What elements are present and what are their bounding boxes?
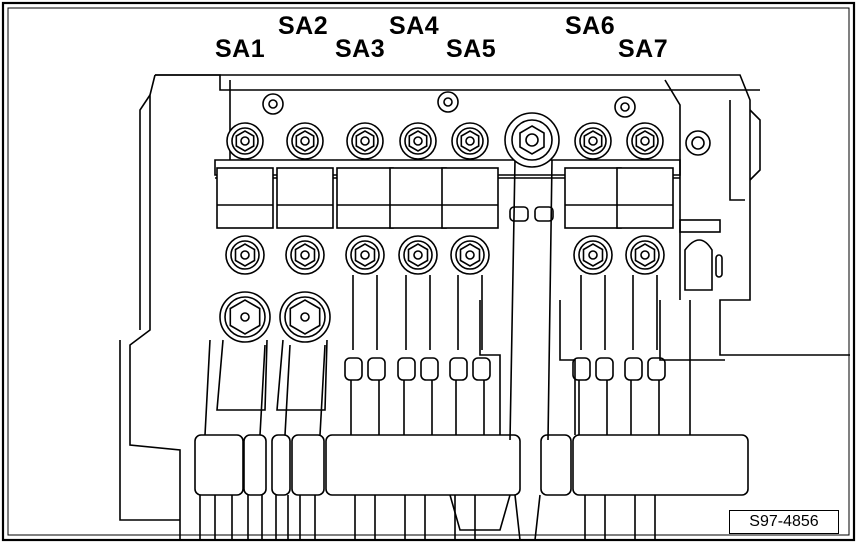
figure-reference-number: S97-4856 bbox=[729, 510, 839, 534]
cable-lug-sa2 bbox=[276, 339, 328, 411]
fuse-body-sa3 bbox=[336, 167, 394, 229]
upper-nut-sa3 bbox=[346, 122, 384, 160]
lower-nut-sa1 bbox=[225, 235, 265, 275]
upper-nut-sa5 bbox=[451, 122, 489, 160]
clip-right-sa4 bbox=[420, 357, 439, 381]
fuse-body-sa4 bbox=[389, 167, 447, 229]
upper-nut-sa7 bbox=[626, 122, 664, 160]
fuse-label-sa2: SA2 bbox=[278, 12, 329, 40]
cable-sa4 bbox=[405, 275, 431, 350]
fuse-label-sa1: SA1 bbox=[215, 35, 266, 63]
upper-nut-sa2 bbox=[286, 122, 324, 160]
cable-sa5 bbox=[457, 275, 483, 350]
fuse-body-sa5 bbox=[441, 167, 499, 229]
clip-left-sa5 bbox=[449, 357, 468, 381]
lower-nut-sa4 bbox=[398, 235, 438, 275]
cable-sa3 bbox=[352, 275, 378, 350]
lower-nut-sa7 bbox=[625, 235, 665, 275]
clip-right-sa6 bbox=[595, 357, 614, 381]
fuse-label-sa5: SA5 bbox=[446, 35, 497, 63]
lower-nut-sa2 bbox=[285, 235, 325, 275]
fuse-body-sa1 bbox=[216, 167, 274, 229]
upper-nut-sa4 bbox=[399, 122, 437, 160]
fuse-body-sa7 bbox=[616, 167, 674, 229]
clip-right-sa3 bbox=[367, 357, 386, 381]
fuse-label-sa6: SA6 bbox=[565, 12, 616, 40]
clip-left-sa3 bbox=[344, 357, 363, 381]
lower-nut-sa3 bbox=[345, 235, 385, 275]
clip-left-sa4 bbox=[397, 357, 416, 381]
fuse-body-sa2 bbox=[276, 167, 334, 229]
cable-bolt-sa1 bbox=[219, 291, 271, 343]
lower-nut-sa5 bbox=[450, 235, 490, 275]
upper-nut-sa6 bbox=[574, 122, 612, 160]
cable-sa7 bbox=[632, 275, 658, 350]
fuse-body-sa6 bbox=[564, 167, 622, 229]
fuse-label-sa4: SA4 bbox=[389, 12, 440, 40]
cable-bolt-sa2 bbox=[279, 291, 331, 343]
clip-right-sa5 bbox=[472, 357, 491, 381]
clip-right-sa7 bbox=[647, 357, 666, 381]
upper-nut-sa1 bbox=[226, 122, 264, 160]
cable-sa6 bbox=[580, 275, 606, 350]
clip-left-sa7 bbox=[624, 357, 643, 381]
fuse-label-sa7: SA7 bbox=[618, 35, 669, 63]
fuse-label-sa3: SA3 bbox=[335, 35, 386, 63]
clip-left-sa6 bbox=[572, 357, 591, 381]
lower-nut-sa6 bbox=[573, 235, 613, 275]
cable-lug-sa1 bbox=[216, 339, 268, 411]
